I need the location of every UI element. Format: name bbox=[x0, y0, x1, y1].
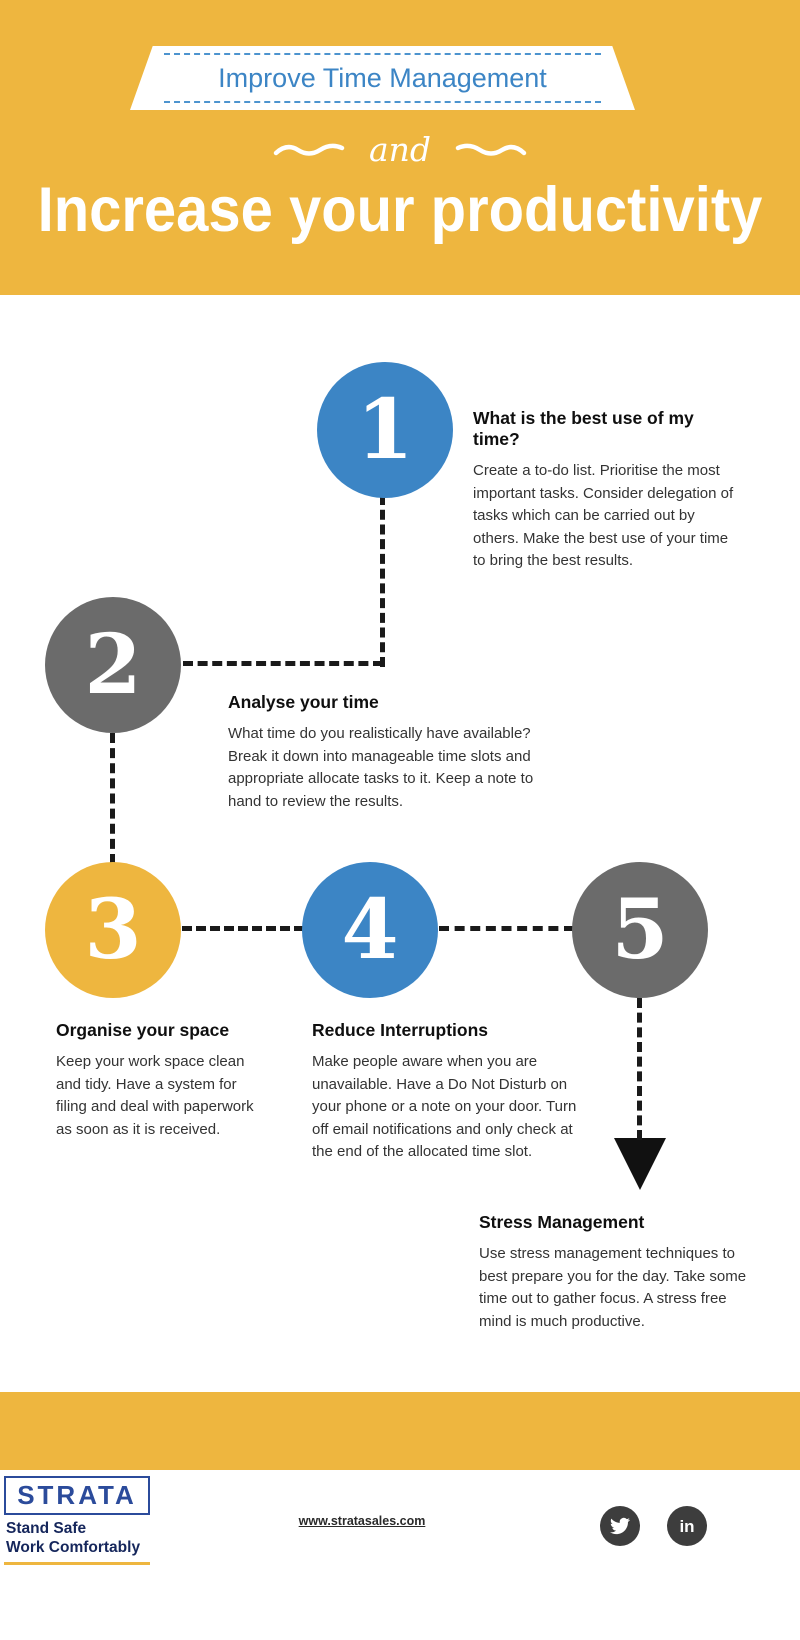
logo-tagline-2: Work Comfortably bbox=[6, 1539, 141, 1556]
step-body-2: What time do you realistically have avai… bbox=[228, 725, 534, 810]
connector-step4-step5 bbox=[439, 926, 574, 931]
wave-ornament-right-icon bbox=[455, 143, 527, 156]
step-circle-5: 5 bbox=[572, 862, 708, 998]
step-title-2: Analyse your time bbox=[228, 692, 379, 712]
step-title-4: Reduce Interruptions bbox=[312, 1020, 488, 1040]
step-text-3: Organise your space Keep your work space… bbox=[56, 1020, 268, 1141]
website-link[interactable]: www.stratasales.com bbox=[298, 1514, 426, 1528]
ribbon-dash-top bbox=[164, 53, 601, 55]
step-text-5: Stress Management Use stress management … bbox=[479, 1212, 759, 1333]
step-circle-2: 2 bbox=[45, 597, 181, 733]
step-number-5: 5 bbox=[611, 882, 669, 978]
logo-underline bbox=[4, 1562, 150, 1565]
logo-box: STRATA bbox=[4, 1476, 150, 1515]
step-circle-4: 4 bbox=[302, 862, 438, 998]
connector-step5-arrow bbox=[637, 998, 642, 1140]
bottom-accent-band bbox=[0, 1392, 800, 1470]
step-number-1: 1 bbox=[356, 382, 414, 478]
step-body-1: Create a to-do list. Prioritise the most… bbox=[473, 462, 734, 569]
ribbon-dash-bottom bbox=[164, 101, 601, 103]
logo-tagline-1: Stand Safe bbox=[6, 1520, 87, 1537]
step-body-3: Keep your work space clean and tidy. Hav… bbox=[56, 1053, 254, 1138]
step-text-1: What is the best use of my time? Create … bbox=[473, 408, 743, 573]
header-hero: Improve Time Management and Increase you… bbox=[0, 0, 800, 295]
step-body-5: Use stress management techniques to best… bbox=[479, 1245, 747, 1330]
connector-step2-step3 bbox=[110, 733, 115, 864]
twitter-button[interactable] bbox=[600, 1506, 640, 1546]
connector-step3-step4 bbox=[182, 926, 304, 931]
banner-title: Improve Time Management bbox=[218, 62, 547, 93]
strata-logo: STRATA Stand Safe Work Comfortably bbox=[4, 1476, 150, 1565]
step-number-2: 2 bbox=[84, 617, 142, 713]
connector-step1-vertical bbox=[380, 495, 385, 667]
logo-text: STRATA bbox=[17, 1480, 137, 1510]
step-text-4: Reduce Interruptions Make people aware w… bbox=[312, 1020, 588, 1164]
main-title: Increase your productivity bbox=[37, 175, 763, 245]
connector-step2-horizontal bbox=[183, 661, 383, 666]
connector-word-row: and bbox=[0, 130, 800, 169]
step-text-2: Analyse your time What time do you reali… bbox=[228, 692, 534, 813]
step-number-3: 3 bbox=[84, 882, 142, 978]
arrow-down-icon bbox=[614, 1138, 666, 1190]
step-circle-1: 1 bbox=[317, 362, 453, 498]
step-title-5: Stress Management bbox=[479, 1212, 645, 1232]
step-body-4: Make people aware when you are unavailab… bbox=[312, 1053, 577, 1160]
connector-word: and bbox=[368, 130, 432, 169]
twitter-icon bbox=[610, 1517, 630, 1535]
ribbon-banner: Improve Time Management bbox=[130, 46, 635, 110]
step-title-3: Organise your space bbox=[56, 1020, 230, 1040]
step-title-1: What is the best use of my time? bbox=[473, 408, 694, 449]
linkedin-button[interactable]: in bbox=[667, 1506, 707, 1546]
wave-ornament-left-icon bbox=[273, 143, 345, 156]
step-number-4: 4 bbox=[341, 882, 399, 978]
step-circle-3: 3 bbox=[45, 862, 181, 998]
linkedin-icon: in bbox=[679, 1516, 695, 1536]
